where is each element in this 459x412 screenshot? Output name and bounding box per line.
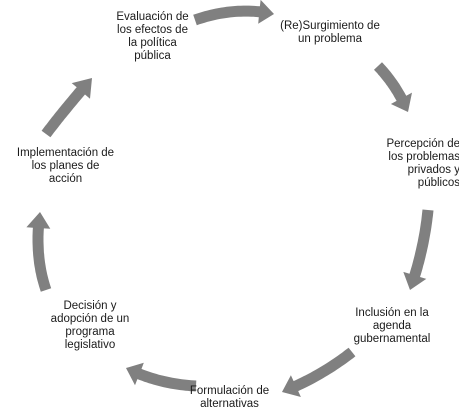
stage-label-line: los problemas [388, 151, 459, 163]
arrow-evaluacion-to-resurgimiento [193, 0, 274, 26]
stage-label-line: públicos [417, 177, 459, 189]
stage-label-line: acción [48, 173, 83, 185]
stage-evaluacion-efectos: Evaluación de los efectos de la política… [105, 11, 200, 63]
stage-inclusion-agenda: Inclusión en la agenda gubernamental [337, 307, 447, 346]
arrow-formulacion-to-decision [126, 362, 197, 392]
stage-resurgimiento-problema: (Re)Surgimiento de un problema [270, 20, 390, 46]
stage-label-line: adopción de un [50, 313, 130, 325]
stage-label-line: alternativas [200, 398, 259, 410]
stage-label-line: la política [128, 37, 177, 49]
arrow-resurgimiento-to-percepcion [374, 62, 412, 112]
stage-label-line: Decisión y [63, 300, 117, 312]
stage-label-line: los efectos de [117, 24, 188, 36]
stage-label-line: los planes de [31, 160, 100, 172]
stage-label-line: legislativo [64, 339, 116, 351]
stage-implementacion-planes: Implementación de los planes de acción [3, 147, 128, 186]
stage-label-line: Percepción de [386, 138, 459, 150]
stage-decision-adopcion: Decisión y adopción de un programa legis… [30, 300, 150, 352]
stage-label-line: Implementación de [16, 147, 115, 159]
stage-label-line: un problema [298, 33, 362, 45]
stage-label-line: Evaluación de [116, 11, 189, 23]
arrow-decision-to-implementacion [26, 212, 52, 292]
arrow-inclusion-to-formulacion [282, 347, 356, 397]
stage-formulacion-alternativas: Formulación de alternativas [182, 385, 277, 411]
stage-label-line: privados y [407, 164, 459, 176]
stage-label-line: (Re)Surgimiento de [280, 20, 380, 32]
stage-percepcion-problemas: Percepción de los problemas privados y p… [380, 138, 459, 190]
stage-label-line: agenda [372, 320, 412, 332]
arrow-implementacion-to-evaluacion [41, 78, 92, 138]
stage-label-line: Inclusión en la [355, 307, 429, 319]
arrow-percepcion-to-inclusion [403, 209, 434, 290]
stage-label-line: gubernamental [353, 333, 431, 345]
stage-label-line: programa [65, 326, 115, 338]
stage-label-line: Formulación de [189, 385, 270, 397]
stage-label-line: pública [134, 50, 171, 62]
